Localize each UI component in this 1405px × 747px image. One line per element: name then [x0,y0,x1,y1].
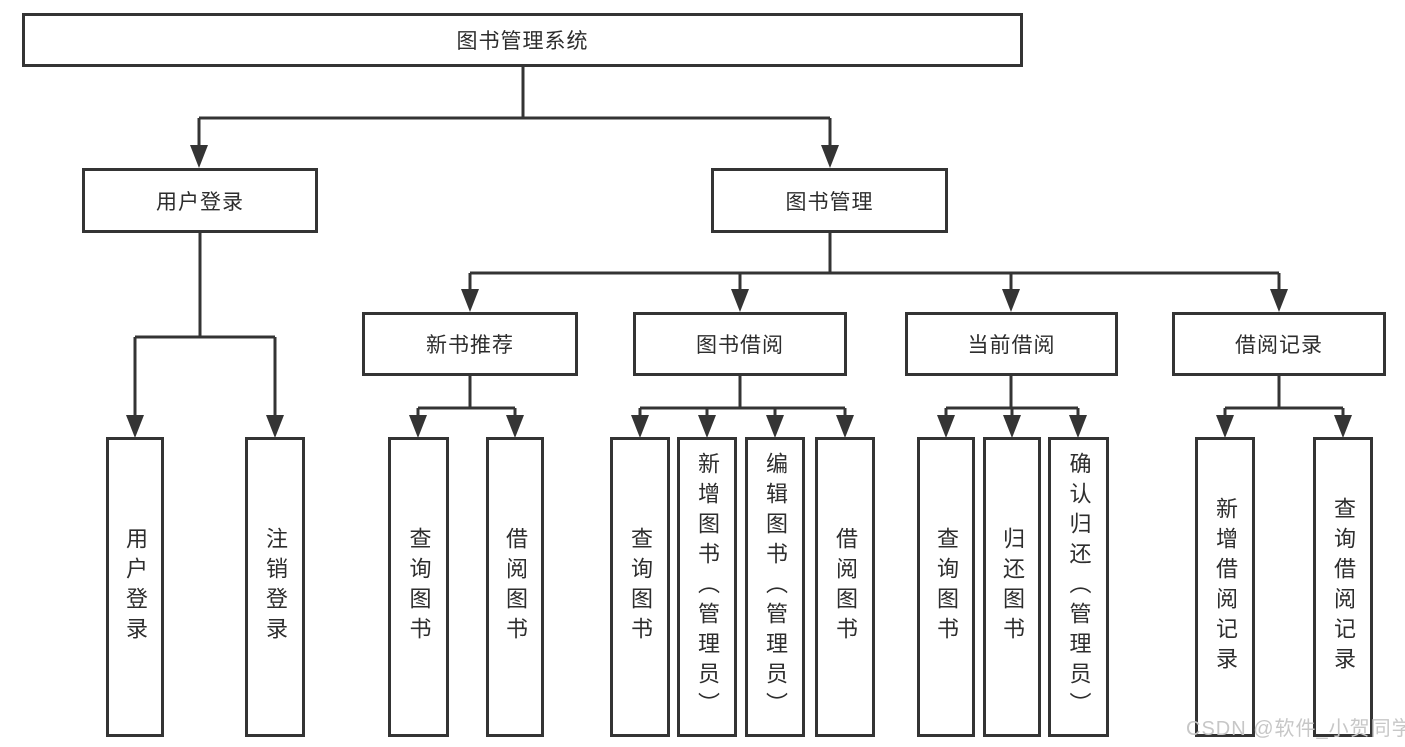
arrowhead-icons [126,145,1352,438]
leaf-query-books-borrowing: 查询图书 [610,437,670,737]
leaf-edit-books-admin: 编辑图书（管理员） [745,437,805,737]
leaf-query-books-current: 查询图书 [917,437,975,737]
node-book-borrowing: 图书借阅 [633,312,847,376]
csdn-watermark: CSDN @软件_小贺同学 [1186,718,1405,740]
node-label: 查询图书 [628,527,653,647]
node-root-library-management-system: 图书管理系统 [22,13,1023,67]
node-label: 新书推荐 [426,334,514,357]
node-label: 图书管理系统 [456,30,589,53]
node-label: 图书管理 [785,190,874,214]
node-label: 当前借阅 [967,334,1056,357]
node-label: 借阅图书 [833,527,858,647]
leaf-add-books-admin: 新增图书（管理员） [677,437,737,737]
leaf-return-books: 归还图书 [983,437,1041,737]
node-label: 用户登录 [123,527,148,647]
node-new-book-recommendation: 新书推荐 [362,312,578,376]
node-label: 归还图书 [1000,527,1025,647]
node-label: 新增图书（管理员） [695,452,720,722]
leaf-confirm-return-admin: 确认归还（管理员） [1048,437,1109,737]
connector-paths [133,66,1345,418]
leaf-user-login: 用户登录 [106,437,164,737]
node-label: 查询图书 [406,527,432,647]
node-borrowing-records: 借阅记录 [1172,312,1386,376]
node-label: 新增借阅记录 [1213,497,1238,677]
leaf-add-borrowing-record: 新增借阅记录 [1195,437,1255,737]
leaf-borrow-books: 借阅图书 [815,437,875,737]
leaf-query-books-recommendation: 查询图书 [388,437,449,737]
node-label: 确认归还（管理员） [1066,452,1092,722]
leaf-logout: 注销登录 [245,437,305,737]
node-book-management: 图书管理 [711,168,948,233]
node-current-borrowing: 当前借阅 [905,312,1118,376]
node-label: 借阅图书 [503,527,528,647]
node-label: 查询借阅记录 [1331,497,1356,677]
node-label: 查询图书 [934,527,959,647]
node-label: 编辑图书（管理员） [763,452,788,722]
node-label: 注销登录 [263,527,288,647]
leaf-query-borrowing-record: 查询借阅记录 [1313,437,1373,737]
leaf-borrow-books-recommendation: 借阅图书 [486,437,544,737]
node-label: 借阅记录 [1235,334,1323,357]
node-user-login: 用户登录 [82,168,318,233]
node-label: 图书借阅 [696,334,784,357]
node-label: 用户登录 [156,190,244,214]
